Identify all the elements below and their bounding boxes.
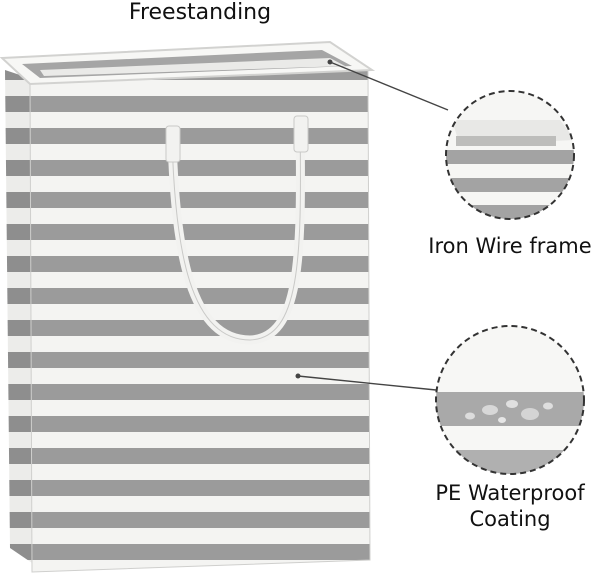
basket-rim bbox=[0, 40, 376, 86]
leader-line-top bbox=[327, 59, 449, 111]
basket-front-panel bbox=[29, 69, 371, 573]
pe-waterproof-coating-label: PE Waterproof Coating bbox=[435, 481, 585, 531]
iron-wire-frame-closeup-icon bbox=[445, 90, 575, 220]
basket-handle bbox=[165, 115, 309, 345]
iron-wire-frame-label: Iron Wire frame bbox=[428, 234, 592, 258]
basket-side-panel bbox=[5, 70, 35, 565]
freestanding-label: Freestanding bbox=[128, 0, 272, 25]
leader-line-bottom bbox=[295, 373, 437, 391]
waterproof-coating-closeup-icon bbox=[435, 325, 585, 475]
